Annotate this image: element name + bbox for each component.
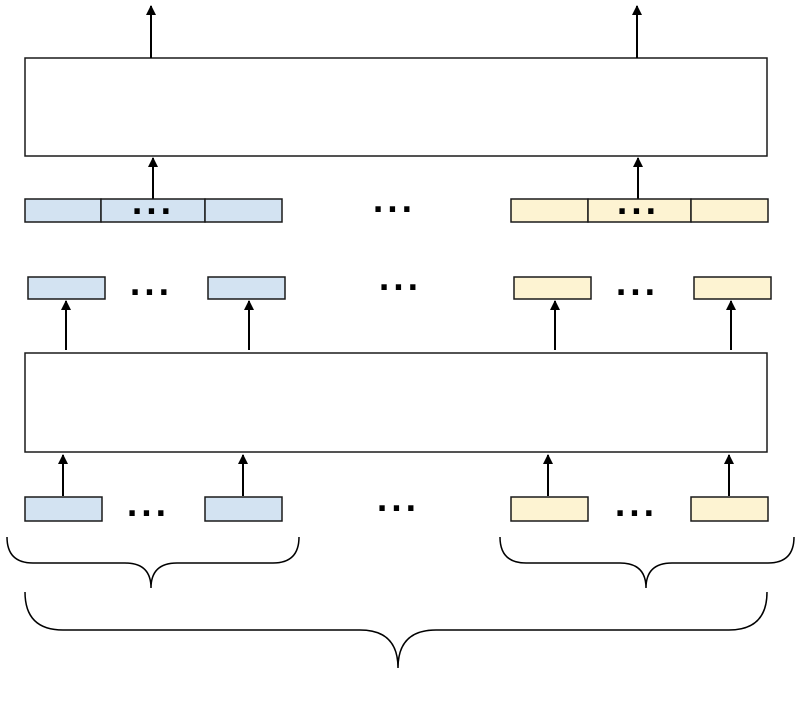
mid-token xyxy=(27,276,106,300)
input-token xyxy=(24,496,103,522)
right-segment-brace xyxy=(499,536,795,589)
concat-cell xyxy=(510,198,589,223)
mid-token xyxy=(513,276,592,300)
ellipsis: ... xyxy=(372,185,415,220)
ellipsis: ... xyxy=(129,268,172,303)
concat-cell xyxy=(204,198,283,223)
ellipsis: ... xyxy=(615,268,658,303)
input-token xyxy=(510,496,589,522)
input-token xyxy=(690,496,769,522)
lower-block xyxy=(24,352,768,453)
concat-cell xyxy=(690,198,769,223)
ellipsis: ... xyxy=(376,484,419,519)
mid-token xyxy=(207,276,286,300)
ellipsis: ... xyxy=(126,489,169,524)
concat-row-blue: ... xyxy=(24,187,283,223)
upper-block xyxy=(24,57,768,157)
ellipsis: ... xyxy=(616,187,659,222)
concat-row-yellow: ... xyxy=(510,187,769,223)
ellipsis: ... xyxy=(378,263,421,298)
ellipsis: ... xyxy=(614,489,657,524)
ellipsis: ... xyxy=(131,187,174,222)
full-sequence-brace xyxy=(24,591,768,669)
mid-token xyxy=(693,276,772,300)
input-token xyxy=(204,496,283,522)
left-segment-brace xyxy=(6,536,300,589)
concat-cell xyxy=(24,198,102,223)
